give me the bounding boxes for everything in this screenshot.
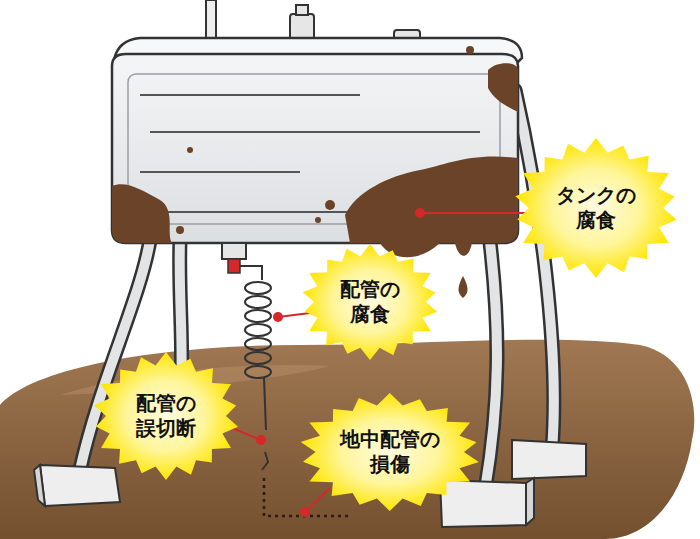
callout-text: 配管の 誤切断 (136, 391, 196, 441)
concrete-block (512, 440, 586, 479)
coil-loop (245, 352, 271, 364)
pipe (240, 266, 262, 280)
rust-spot (176, 226, 184, 234)
leader-line (305, 488, 330, 512)
rust-patch (112, 184, 172, 243)
fill-cap (290, 14, 314, 40)
pipe (264, 378, 266, 430)
callout-starburst: 配管の 誤切断 (91, 352, 241, 480)
coil-loop (245, 296, 271, 308)
panel-line (150, 131, 480, 133)
leg-outline (485, 242, 497, 490)
marker-dot (300, 507, 310, 517)
concrete-block (526, 478, 534, 525)
callout-starburst: 地中配管の 損傷 (297, 393, 483, 511)
rust-patch (345, 156, 518, 243)
starburst-fill (303, 244, 437, 360)
concrete-block (440, 480, 526, 527)
panel-line (140, 171, 300, 173)
marker-dot (273, 312, 283, 322)
coil-loop (245, 310, 271, 322)
vent-pipe (206, 0, 216, 42)
callout-text: タンクの 腐食 (556, 183, 636, 233)
fill-cap-top (296, 5, 308, 15)
leg (515, 90, 554, 450)
concrete-block (40, 465, 120, 506)
rust-patch (488, 63, 518, 112)
coil-loop (245, 324, 271, 336)
tank-body (112, 54, 518, 243)
coil-loop (245, 338, 271, 350)
leg (485, 242, 497, 490)
leader-line (420, 212, 540, 214)
callout-starburst: タンクの 腐食 (512, 138, 680, 278)
cut-pipe (262, 452, 268, 470)
marker-dot (415, 208, 425, 218)
outlet-valve (228, 259, 240, 273)
rust-spot (315, 217, 321, 223)
coil-loop (245, 366, 271, 378)
rust-spot (466, 46, 474, 54)
callout-text: 地中配管の 損傷 (340, 427, 440, 477)
coil-loop (245, 282, 271, 294)
leg-outline (515, 90, 554, 450)
callout-starburst: 配管の 腐食 (300, 244, 440, 360)
panel-line (140, 94, 360, 96)
starburst-fill (301, 393, 479, 511)
outlet-fitting (222, 243, 246, 259)
starburst-fill (515, 138, 676, 278)
rust-spot (187, 147, 193, 153)
rust-drop (458, 276, 467, 298)
concrete-block (34, 465, 45, 506)
rust-spot (325, 200, 335, 210)
callout-text: 配管の 腐食 (340, 277, 400, 327)
marker-dot (256, 435, 266, 445)
starburst-fill (94, 352, 238, 480)
rust-drip (455, 243, 472, 256)
